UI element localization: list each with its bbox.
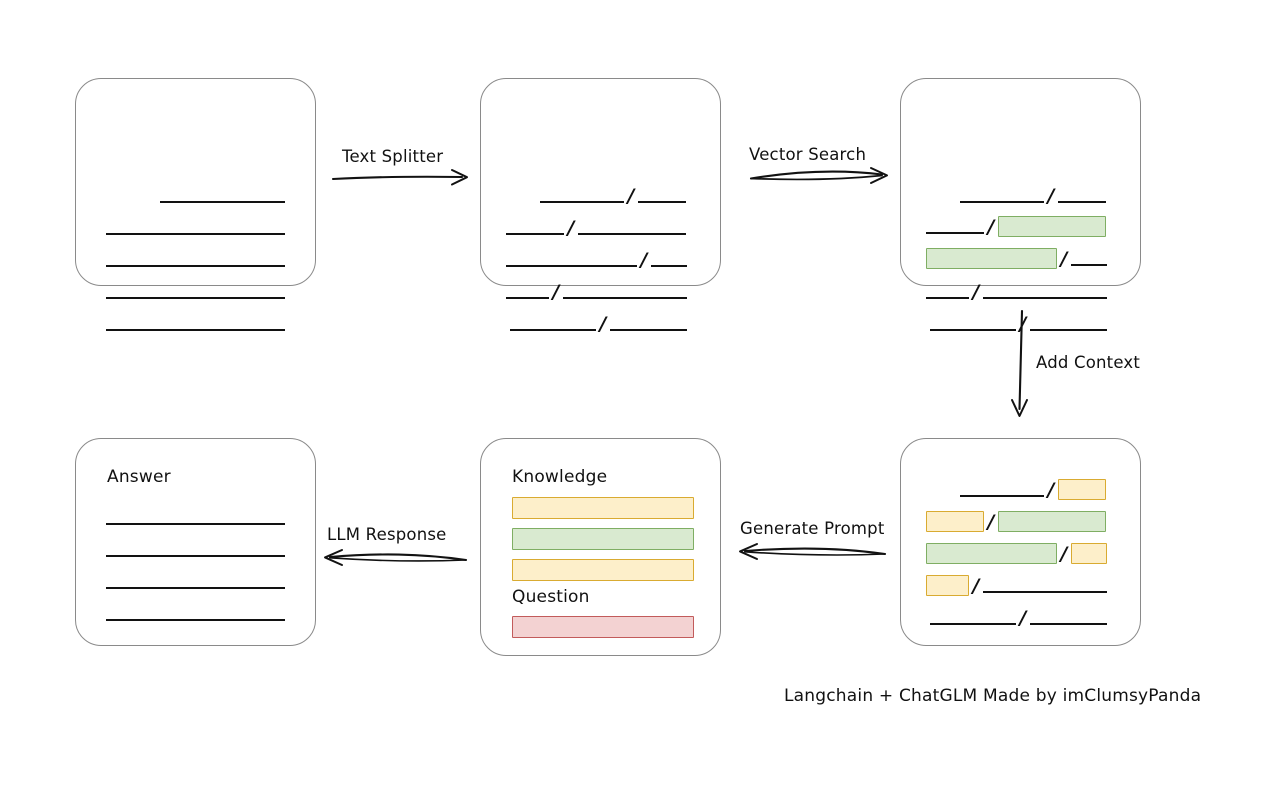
chunk-row: / xyxy=(901,185,1140,207)
answer-row xyxy=(76,573,315,589)
chunk-separator: / xyxy=(640,249,648,271)
context-chunk-highlight xyxy=(926,510,984,532)
vector-search-results-lines: / / / / / xyxy=(901,79,1140,334)
chunk-row: / xyxy=(901,478,1140,501)
node-answer[interactable]: Answer xyxy=(75,438,316,646)
question-bar xyxy=(512,616,694,638)
chunk-separator: / xyxy=(1019,313,1027,335)
answer-row xyxy=(76,541,315,557)
chunk-separator: / xyxy=(1019,607,1027,629)
retrieved-chunk-highlight xyxy=(926,247,1057,269)
chunk-row: / xyxy=(481,313,720,335)
chunk-row: / xyxy=(901,215,1140,238)
knowledge-label: Knowledge xyxy=(512,467,608,487)
arrow-llm-response xyxy=(324,549,468,566)
prompt-contents: Knowledge Question xyxy=(481,439,720,655)
doc-row xyxy=(76,315,315,331)
footer-credit: Langchain + ChatGLM Made by imClumsyPand… xyxy=(784,686,1202,706)
edge-label-add-context: Add Context xyxy=(1036,353,1141,372)
chunk-row: / xyxy=(481,249,720,271)
edge-label-generate-prompt: Generate Prompt xyxy=(740,519,885,538)
edge-label-vector-search: Vector Search xyxy=(749,145,867,164)
arrow-vector-search xyxy=(749,167,888,184)
knowledge-bar-yellow xyxy=(512,497,694,519)
answer-row xyxy=(76,509,315,525)
arrow-text-splitter xyxy=(331,169,468,186)
chunk-row: / xyxy=(481,185,720,207)
context-chunk-highlight xyxy=(1071,542,1107,564)
edge-label-text-splitter: Text Splitter xyxy=(342,147,444,166)
retrieved-chunk-highlight xyxy=(998,215,1106,237)
chunk-separator: / xyxy=(972,281,980,303)
context-chunk-highlight xyxy=(926,574,969,596)
source-document-lines xyxy=(76,79,315,331)
arrow-generate-prompt xyxy=(739,543,887,560)
chunk-row: / xyxy=(901,313,1140,335)
chunk-separator: / xyxy=(599,313,607,335)
chunk-row: / xyxy=(901,542,1140,565)
node-source-document[interactable] xyxy=(75,78,316,331)
split-chunks-lines: / / / / / xyxy=(481,79,720,334)
answer-contents: Answer xyxy=(76,439,315,645)
context-added-chunks-lines: / / / / / xyxy=(901,439,1140,645)
knowledge-bar-green xyxy=(512,528,694,550)
node-prompt[interactable]: Knowledge Question xyxy=(480,438,721,656)
chunk-row: / xyxy=(481,217,720,239)
chunk-separator: / xyxy=(567,217,575,239)
doc-row xyxy=(76,187,315,203)
node-vector-search-results[interactable]: / / / / / xyxy=(900,78,1141,334)
chunk-row: / xyxy=(901,247,1140,270)
chunk-separator: / xyxy=(627,185,635,207)
chunk-separator: / xyxy=(1060,543,1068,565)
chunk-row: / xyxy=(481,281,720,303)
chunk-separator: / xyxy=(972,575,980,597)
context-chunk-highlight xyxy=(1058,478,1106,500)
chunk-separator: / xyxy=(1060,248,1068,270)
node-split-chunks[interactable]: / / / / / xyxy=(480,78,721,334)
chunk-separator: / xyxy=(987,216,995,238)
edge-label-llm-response: LLM Response xyxy=(327,525,447,544)
knowledge-bar-yellow-2 xyxy=(512,559,694,581)
chunk-row: / xyxy=(901,510,1140,533)
node-context-added-chunks[interactable]: / / / / / xyxy=(900,438,1141,646)
chunk-row: / xyxy=(901,281,1140,303)
doc-row xyxy=(76,283,315,299)
chunk-separator: / xyxy=(987,511,995,533)
doc-row xyxy=(76,219,315,235)
chunk-separator: / xyxy=(1047,479,1055,501)
chunk-row: / xyxy=(901,574,1140,597)
chunk-row: / xyxy=(901,607,1140,629)
answer-label: Answer xyxy=(107,467,171,487)
chunk-separator: / xyxy=(552,281,560,303)
answer-row xyxy=(76,605,315,621)
chunk-separator: / xyxy=(1047,185,1055,207)
doc-row xyxy=(76,251,315,267)
retrieved-chunk-highlight xyxy=(926,542,1057,564)
retrieved-chunk-highlight xyxy=(998,510,1106,532)
question-label: Question xyxy=(512,587,590,607)
